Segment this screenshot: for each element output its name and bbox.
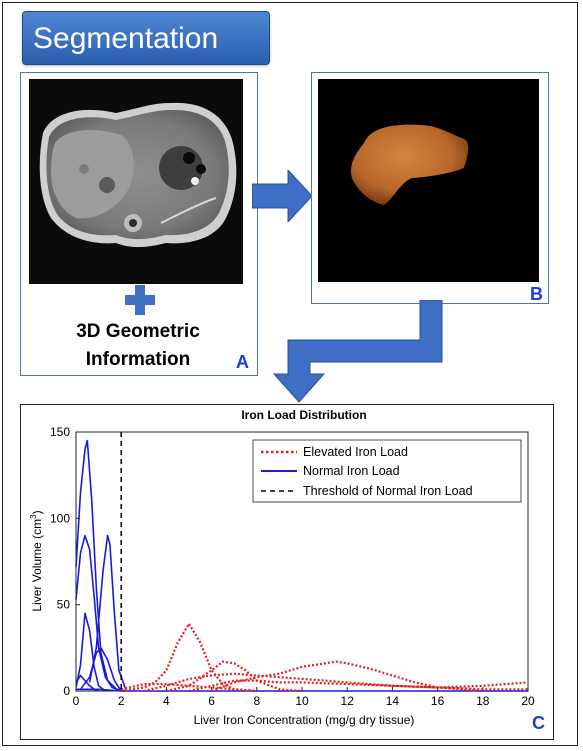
figure-frame <box>2 2 578 746</box>
x-tick-label: 0 <box>73 694 80 708</box>
legend: Elevated Iron Load Normal Iron Load Thre… <box>252 439 522 503</box>
mri-axial-image <box>29 79 243 284</box>
x-axis-label: Liver Iron Concentration (mg/g dry tissu… <box>194 713 415 727</box>
caption-line-2: Information <box>85 349 191 370</box>
panel-c-letter: C <box>532 713 545 733</box>
series-line-elevated <box>143 672 528 693</box>
y-tick-label: 150 <box>50 425 70 439</box>
series-line-elevated <box>120 683 257 693</box>
panel-c: Iron Load Distribution 0 2 4 6 8 10 12 14 16 18 20… <box>20 404 554 740</box>
series-line-elevated <box>166 660 303 693</box>
x-tick-label: 20 <box>521 694 535 708</box>
y-axis-label-main: Liver Volume (cm <box>30 519 44 612</box>
legend-box <box>252 439 522 503</box>
y-axis-label-end: ) <box>30 510 44 514</box>
panel-a <box>20 72 258 376</box>
caption-line-1: 3D Geometric <box>76 321 200 342</box>
chart-title: Iron Load Distribution <box>241 408 366 422</box>
x-tick-label: 12 <box>341 694 355 708</box>
panel-b <box>311 72 549 304</box>
panel-a-letter: A <box>236 352 249 372</box>
x-tick-label: 6 <box>208 694 215 708</box>
legend-label-elevated: Elevated Iron Load <box>303 445 408 459</box>
legend-label-threshold: Threshold of Normal Iron Load <box>303 484 473 498</box>
series-line-elevated <box>121 622 257 693</box>
legend-label-normal: Normal Iron Load <box>303 464 400 478</box>
x-tick-label: 2 <box>118 694 125 708</box>
elbow-down-arrow-icon <box>272 300 443 403</box>
y-tick-label: 100 <box>50 511 70 525</box>
section-title: Segmentation <box>22 11 270 65</box>
right-arrow-icon <box>252 170 313 222</box>
series-line-normal <box>75 534 122 692</box>
series-line-elevated <box>211 660 483 693</box>
y-tick-label: 0 <box>63 684 70 698</box>
x-tick-label: 18 <box>476 694 490 708</box>
y-axis-label: Liver Volume (cm3) <box>29 510 44 611</box>
segmented-liver-image <box>318 79 539 282</box>
x-tick-label: 8 <box>253 694 260 708</box>
geometric-info-caption: 3D Geometric Information <box>34 318 242 374</box>
x-tick-label: 10 <box>295 694 309 708</box>
y-tick-label: 50 <box>57 598 71 612</box>
series-line-elevated <box>188 679 529 693</box>
series-line-normal <box>88 534 127 690</box>
plus-icon <box>125 285 155 315</box>
y-axis-label-sup: 3 <box>29 514 38 519</box>
x-tick-label: 4 <box>163 694 170 708</box>
panel-b-letter: B <box>530 284 543 304</box>
x-tick-label: 16 <box>431 694 445 708</box>
series-line-normal <box>79 647 122 692</box>
iron-load-chart: Iron Load Distribution 0 2 4 6 8 10 12 14 16 18 20… <box>29 408 535 727</box>
series-line-normal <box>75 439 126 692</box>
series-line-normal <box>75 612 106 692</box>
x-tick-label: 14 <box>386 694 400 708</box>
